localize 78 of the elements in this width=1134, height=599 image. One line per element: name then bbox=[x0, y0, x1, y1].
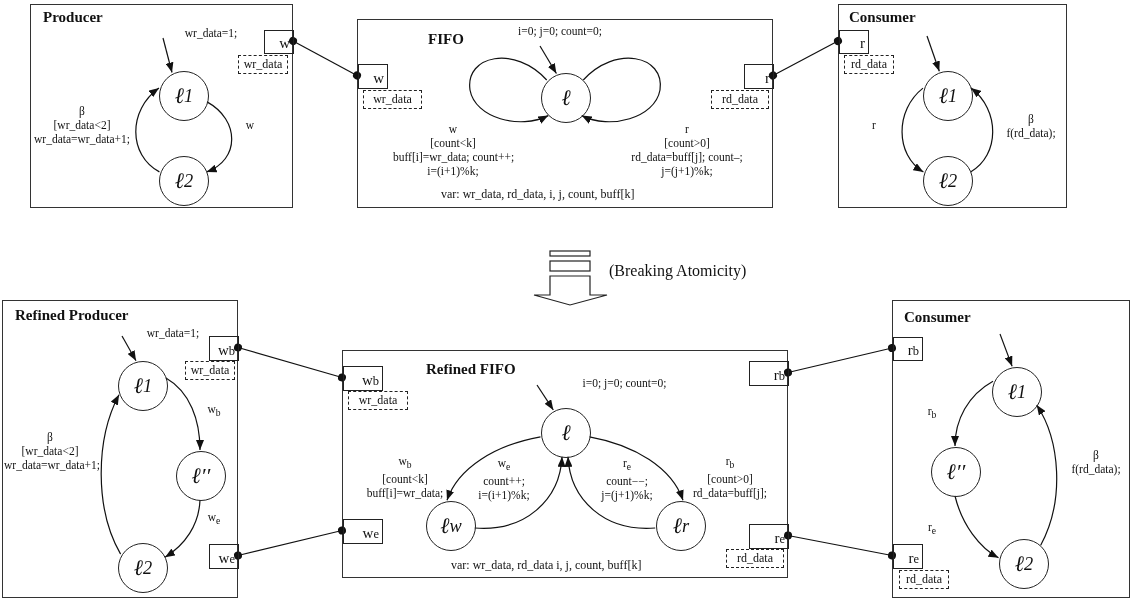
note-text: (Breaking Atomicity) bbox=[609, 262, 747, 280]
initial-arrow bbox=[121, 335, 137, 362]
component-title: Consumer bbox=[849, 9, 916, 26]
component-frame bbox=[2, 300, 238, 598]
edge-label: β f(rd_data); bbox=[1005, 112, 1057, 140]
data-variable-box: wr_data bbox=[363, 90, 422, 109]
component-frame bbox=[357, 19, 773, 208]
state-circle: ℓ bbox=[541, 408, 591, 458]
data-variable-box: wr_data bbox=[185, 361, 235, 380]
data-variable-box: rd_data bbox=[899, 570, 949, 589]
edge-label: wr_data=1; bbox=[183, 26, 239, 40]
variable-declaration: var: wr_data, rd_data, i, j, count, buff[k] bbox=[441, 187, 635, 202]
port-connector bbox=[784, 531, 896, 560]
component-frame bbox=[838, 4, 1067, 208]
arrow bbox=[135, 87, 160, 173]
arrow bbox=[469, 57, 549, 124]
port-box: r bbox=[744, 64, 774, 89]
state-circle: ℓ′′ bbox=[176, 451, 226, 501]
edge-label: w$_{b}$ bbox=[206, 402, 222, 421]
arrow bbox=[446, 436, 542, 501]
arrow bbox=[164, 499, 201, 558]
port-box: w bbox=[264, 30, 294, 54]
data-variable-box: wr_data bbox=[348, 391, 408, 410]
component-title: FIFO bbox=[428, 31, 464, 48]
arrow bbox=[951, 380, 994, 447]
component-frame bbox=[30, 4, 293, 208]
edge-label: w [count<k] buff[i]=wr_data; count++; i=(i+1)%k; bbox=[393, 122, 513, 178]
edge-label: w bbox=[244, 118, 256, 132]
edge-label: r [count>0] rd_data=buff[j]; count–; j=(j+1)%k; bbox=[630, 122, 744, 178]
initial-arrow bbox=[926, 35, 940, 72]
data-variable-box: rd_data bbox=[726, 549, 784, 568]
arrow bbox=[588, 436, 684, 501]
arrow bbox=[970, 87, 994, 173]
arrow bbox=[100, 394, 122, 555]
variable-declaration: var: wr_data, rd_data i, j, count, buff[k] bbox=[451, 558, 642, 573]
data-variable-box: rd_data bbox=[711, 90, 769, 109]
edge-label: i=0; j=0; count=0; bbox=[581, 376, 668, 390]
component-title: Producer bbox=[43, 9, 103, 26]
port-box: w bbox=[358, 64, 388, 89]
initial-arrow bbox=[999, 333, 1013, 367]
arrow bbox=[1036, 404, 1058, 546]
port-connector bbox=[234, 526, 346, 560]
arrow bbox=[565, 456, 656, 529]
edge-label: r$_{b}$ [count>0] rd_data=buff[j]; bbox=[692, 454, 768, 501]
arrow bbox=[206, 101, 233, 173]
initial-arrow bbox=[536, 384, 554, 411]
edge-label: r bbox=[871, 118, 877, 132]
arrow bbox=[954, 495, 1000, 559]
edge-label: i=0; j=0; count=0; bbox=[517, 24, 603, 38]
edge-label: β [wr_data<2] wr_data=wr_data+1; bbox=[33, 104, 131, 146]
component-title: Consumer bbox=[904, 309, 971, 326]
data-variable-box: rd_data bbox=[844, 55, 894, 74]
arrow bbox=[581, 57, 661, 124]
edge-label: wr_data=1; bbox=[145, 326, 201, 340]
initial-arrow bbox=[539, 45, 557, 75]
edge-label: w$_{e}$ count++; i=(i+1)%k; bbox=[477, 456, 531, 503]
edge-label: w$_{b}$ [count<k] buff[i]=wr_data; bbox=[365, 454, 445, 501]
initial-arrow bbox=[162, 37, 174, 74]
component-frame bbox=[342, 350, 788, 578]
state-circle: ℓ′′ bbox=[931, 447, 981, 497]
state-circle: ℓ bbox=[541, 73, 591, 123]
edge-label: r$_{e}$ count−−; j=(j+1)%k; bbox=[600, 456, 654, 503]
edge-label: r$_{e}$ bbox=[926, 520, 938, 539]
edge-label: β f(rd_data); bbox=[1070, 448, 1122, 476]
component-title: Refined FIFO bbox=[426, 361, 516, 378]
port-box: r bbox=[839, 30, 869, 54]
data-variable-box: wr_data bbox=[238, 55, 288, 74]
port-connector bbox=[784, 344, 896, 377]
arrow bbox=[165, 377, 204, 451]
edge-label: r$_{b}$ bbox=[926, 404, 938, 423]
port-connector bbox=[769, 37, 842, 80]
edge-label: w$_{e}$ bbox=[206, 510, 222, 529]
port-connector bbox=[234, 343, 346, 382]
port-connector bbox=[289, 37, 361, 80]
arrow bbox=[474, 456, 565, 529]
component-title: Refined Producer bbox=[15, 307, 129, 324]
component-frame bbox=[892, 300, 1130, 598]
arrow bbox=[901, 87, 924, 173]
